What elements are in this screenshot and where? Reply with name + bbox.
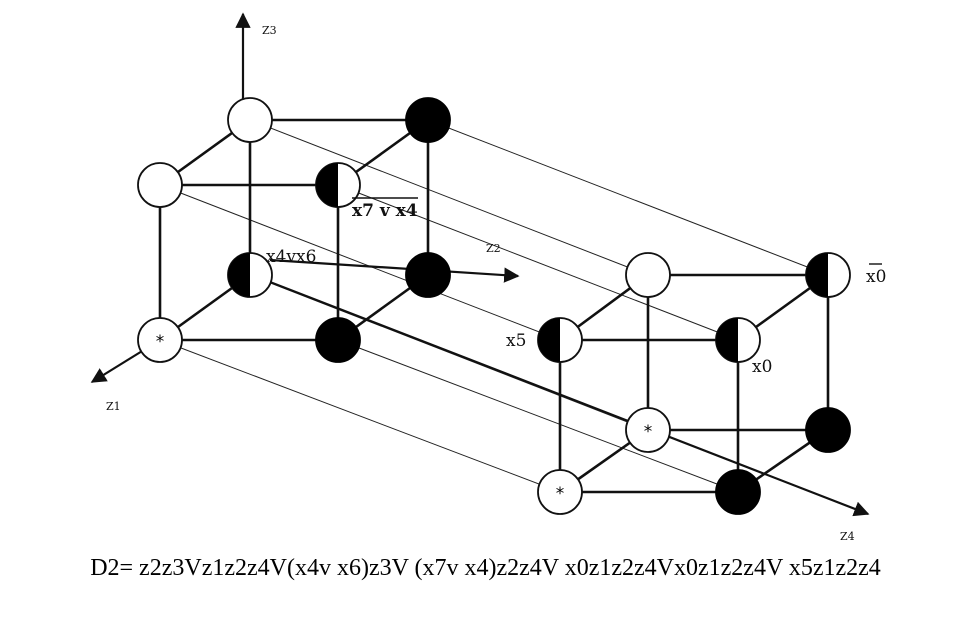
star-marks: * * *: [156, 332, 653, 504]
axis-label-z1: Z1: [106, 400, 121, 413]
label-x0: x0: [752, 357, 772, 377]
axis-label-z2: Z2: [486, 242, 501, 255]
node-star: [537, 469, 583, 515]
node-black: [315, 317, 361, 363]
label-x0-bar: x0: [866, 267, 886, 287]
axes: [90, 12, 870, 517]
formula-d2: D2= z2z3Vz1z2z4V(x4v x6)z3V (x7v x4)z2z4…: [90, 555, 881, 581]
node-white: [625, 252, 671, 298]
axis-z2: [269, 258, 520, 283]
node-half: [537, 317, 583, 363]
node-white: [137, 162, 183, 208]
node-star: [137, 317, 183, 363]
left-cube-edges: [158, 118, 430, 342]
axis-labels: Z3 Z1 Z2 Z4: [106, 24, 855, 543]
point-labels: x4vx6 x7 v x4 x5 x0 x0: [266, 197, 886, 377]
axis-z4: [269, 280, 870, 517]
label-x4vx6: x4vx6: [266, 247, 316, 267]
node-black: [805, 407, 851, 453]
label-x7vx4: x7 v x4: [352, 201, 418, 221]
node-black: [405, 97, 451, 143]
axis-label-z3: Z3: [262, 24, 277, 37]
label-x5: x5: [506, 331, 526, 351]
right-cube-edges: [558, 273, 830, 494]
node-half: [315, 162, 361, 208]
node-star: [625, 407, 671, 453]
node-half: [227, 252, 273, 298]
axis-label-z4: Z4: [840, 530, 855, 543]
right-cube-nodes: [537, 252, 851, 515]
left-cube-nodes: [137, 97, 451, 363]
projection-lines: [159, 119, 829, 493]
node-half: [805, 252, 851, 298]
star-mark: *: [644, 422, 653, 442]
node-black: [405, 252, 451, 298]
dual-cube-diagram: * * * Z3 Z1 Z2 Z4 x4vx6 x7 v x4 x5 x0 x0: [90, 12, 886, 543]
star-mark: *: [156, 332, 165, 352]
node-black: [715, 469, 761, 515]
star-mark: *: [556, 484, 565, 504]
node-half: [715, 317, 761, 363]
node-white: [227, 97, 273, 143]
